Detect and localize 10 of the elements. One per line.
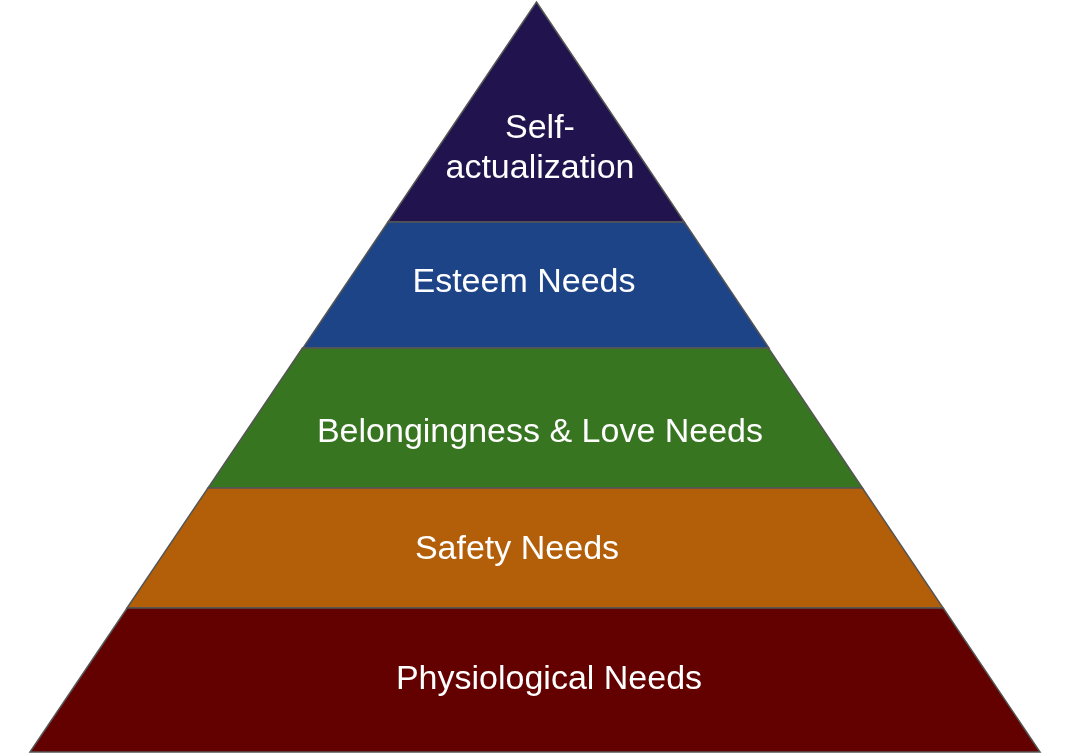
pyramid-tier xyxy=(30,608,1040,752)
pyramid-tier xyxy=(302,222,769,348)
tier-label: Self-actualization xyxy=(444,106,636,186)
tier-label: Safety Needs xyxy=(414,527,620,567)
tier-label: Esteem Needs xyxy=(412,260,636,300)
pyramid-tier xyxy=(208,348,863,488)
tier-label: Belongingness & Love Needs xyxy=(316,410,764,450)
tier-label: Physiological Needs xyxy=(395,657,703,697)
pyramid-tier xyxy=(387,2,684,222)
pyramid-tier xyxy=(127,488,944,608)
